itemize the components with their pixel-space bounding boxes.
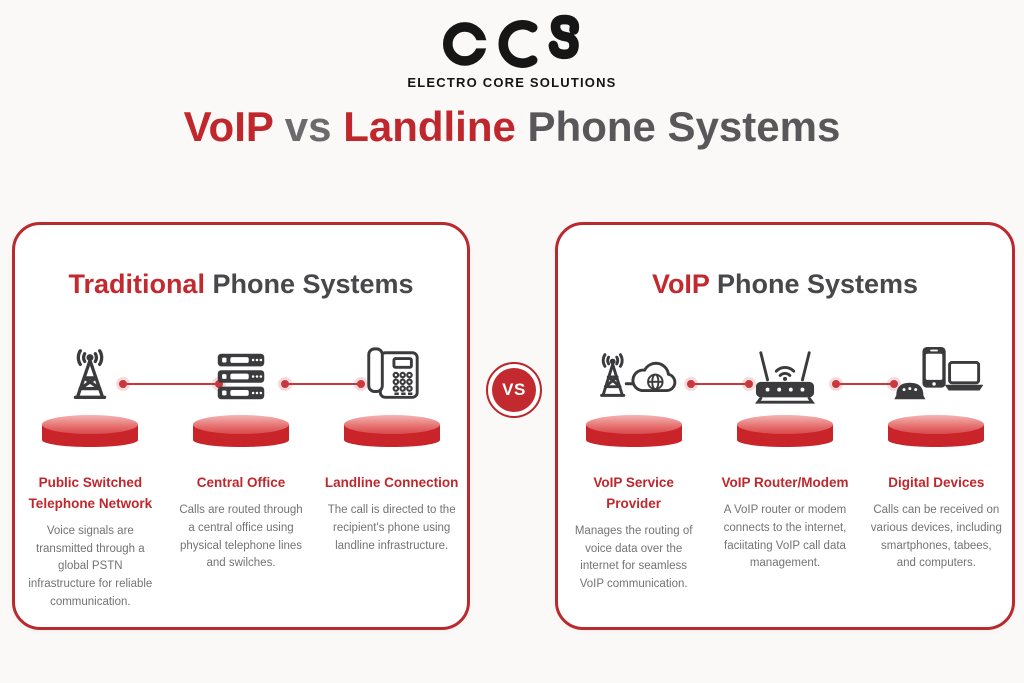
step-title: Public Switched Telephone Network [28, 475, 153, 511]
red-podium [736, 415, 833, 449]
step-landline: Landline Connection The call is directed… [316, 341, 467, 612]
connector-line [281, 380, 365, 388]
traditional-panel-heading: Traditional Phone Systems [15, 269, 467, 300]
traditional-steps: Public Switched Telephone Network Voice … [15, 341, 467, 612]
digital-devices-icon [889, 341, 984, 407]
vs-badge: VS [486, 362, 542, 418]
traditional-panel: Traditional Phone Systems [12, 222, 470, 630]
voip-panel-heading: VoIP Phone Systems [558, 269, 1012, 300]
vs-label: VS [502, 380, 526, 399]
step-pstn: Public Switched Telephone Network Voice … [15, 341, 166, 612]
title-rest: Phone Systems [527, 103, 841, 150]
step-title: VoIP Router/Modem [721, 475, 849, 490]
step-voip-provider: VoIP Service Provider Manages the routin… [558, 341, 709, 594]
brand-name: ELECTRO CORE SOLUTIONS [407, 75, 617, 90]
desk-phone-icon [361, 341, 423, 407]
connector-line [687, 380, 753, 388]
step-voip-router: VoIP Router/Modem A VoIP router or modem… [709, 341, 860, 594]
step-title: Landline Connection [324, 475, 459, 490]
step-description: Calls can be received on various devices… [870, 503, 1002, 570]
logo-e-slot [468, 40, 490, 49]
voip-steps: VoIP Service Provider Manages the routin… [558, 341, 1012, 594]
red-podium [193, 415, 289, 449]
step-description: Manages the routing of voice data over t… [574, 524, 693, 591]
step-title: Central Office [196, 475, 286, 490]
connector-line [832, 380, 898, 388]
connector-line [119, 380, 223, 388]
step-title: Digital Devices [888, 475, 985, 490]
ecs-logo-icon [442, 14, 580, 68]
heading-rest: Phone Systems [716, 269, 919, 299]
voip-panel: VoIP Phone Systems [555, 222, 1015, 630]
title-vs: vs [284, 103, 332, 150]
title-landline: Landline [343, 103, 516, 150]
step-description: Voice signals are transmitted through a … [28, 524, 153, 609]
server-stack-icon [210, 341, 272, 407]
step-description: A VoIP router or modem connects to the i… [723, 503, 847, 570]
step-description: Calls are routed through a central offic… [179, 503, 303, 570]
red-podium [888, 415, 985, 449]
step-title: VoIP Service Provider [593, 475, 674, 511]
heading-rest: Phone Systems [212, 269, 414, 299]
cell-tower-icon [59, 341, 121, 407]
step-central-office: Central Office Calls are routed through … [166, 341, 317, 612]
title-voip: VoIP [183, 103, 274, 150]
red-podium [585, 415, 682, 449]
heading-accent: Traditional [68, 269, 205, 299]
voip-router-icon [748, 341, 822, 407]
heading-accent: VoIP [651, 269, 710, 299]
step-digital-devices: Digital Devices Calls can be received on… [861, 341, 1012, 594]
step-description: The call is directed to the recipient's … [327, 503, 456, 552]
red-podium [343, 415, 440, 449]
red-podium [42, 415, 139, 449]
header: ELECTRO CORE SOLUTIONS [0, 10, 1024, 90]
tower-cloud-icon [587, 341, 681, 407]
page-title: VoIP vs Landline Phone Systems [0, 103, 1024, 150]
